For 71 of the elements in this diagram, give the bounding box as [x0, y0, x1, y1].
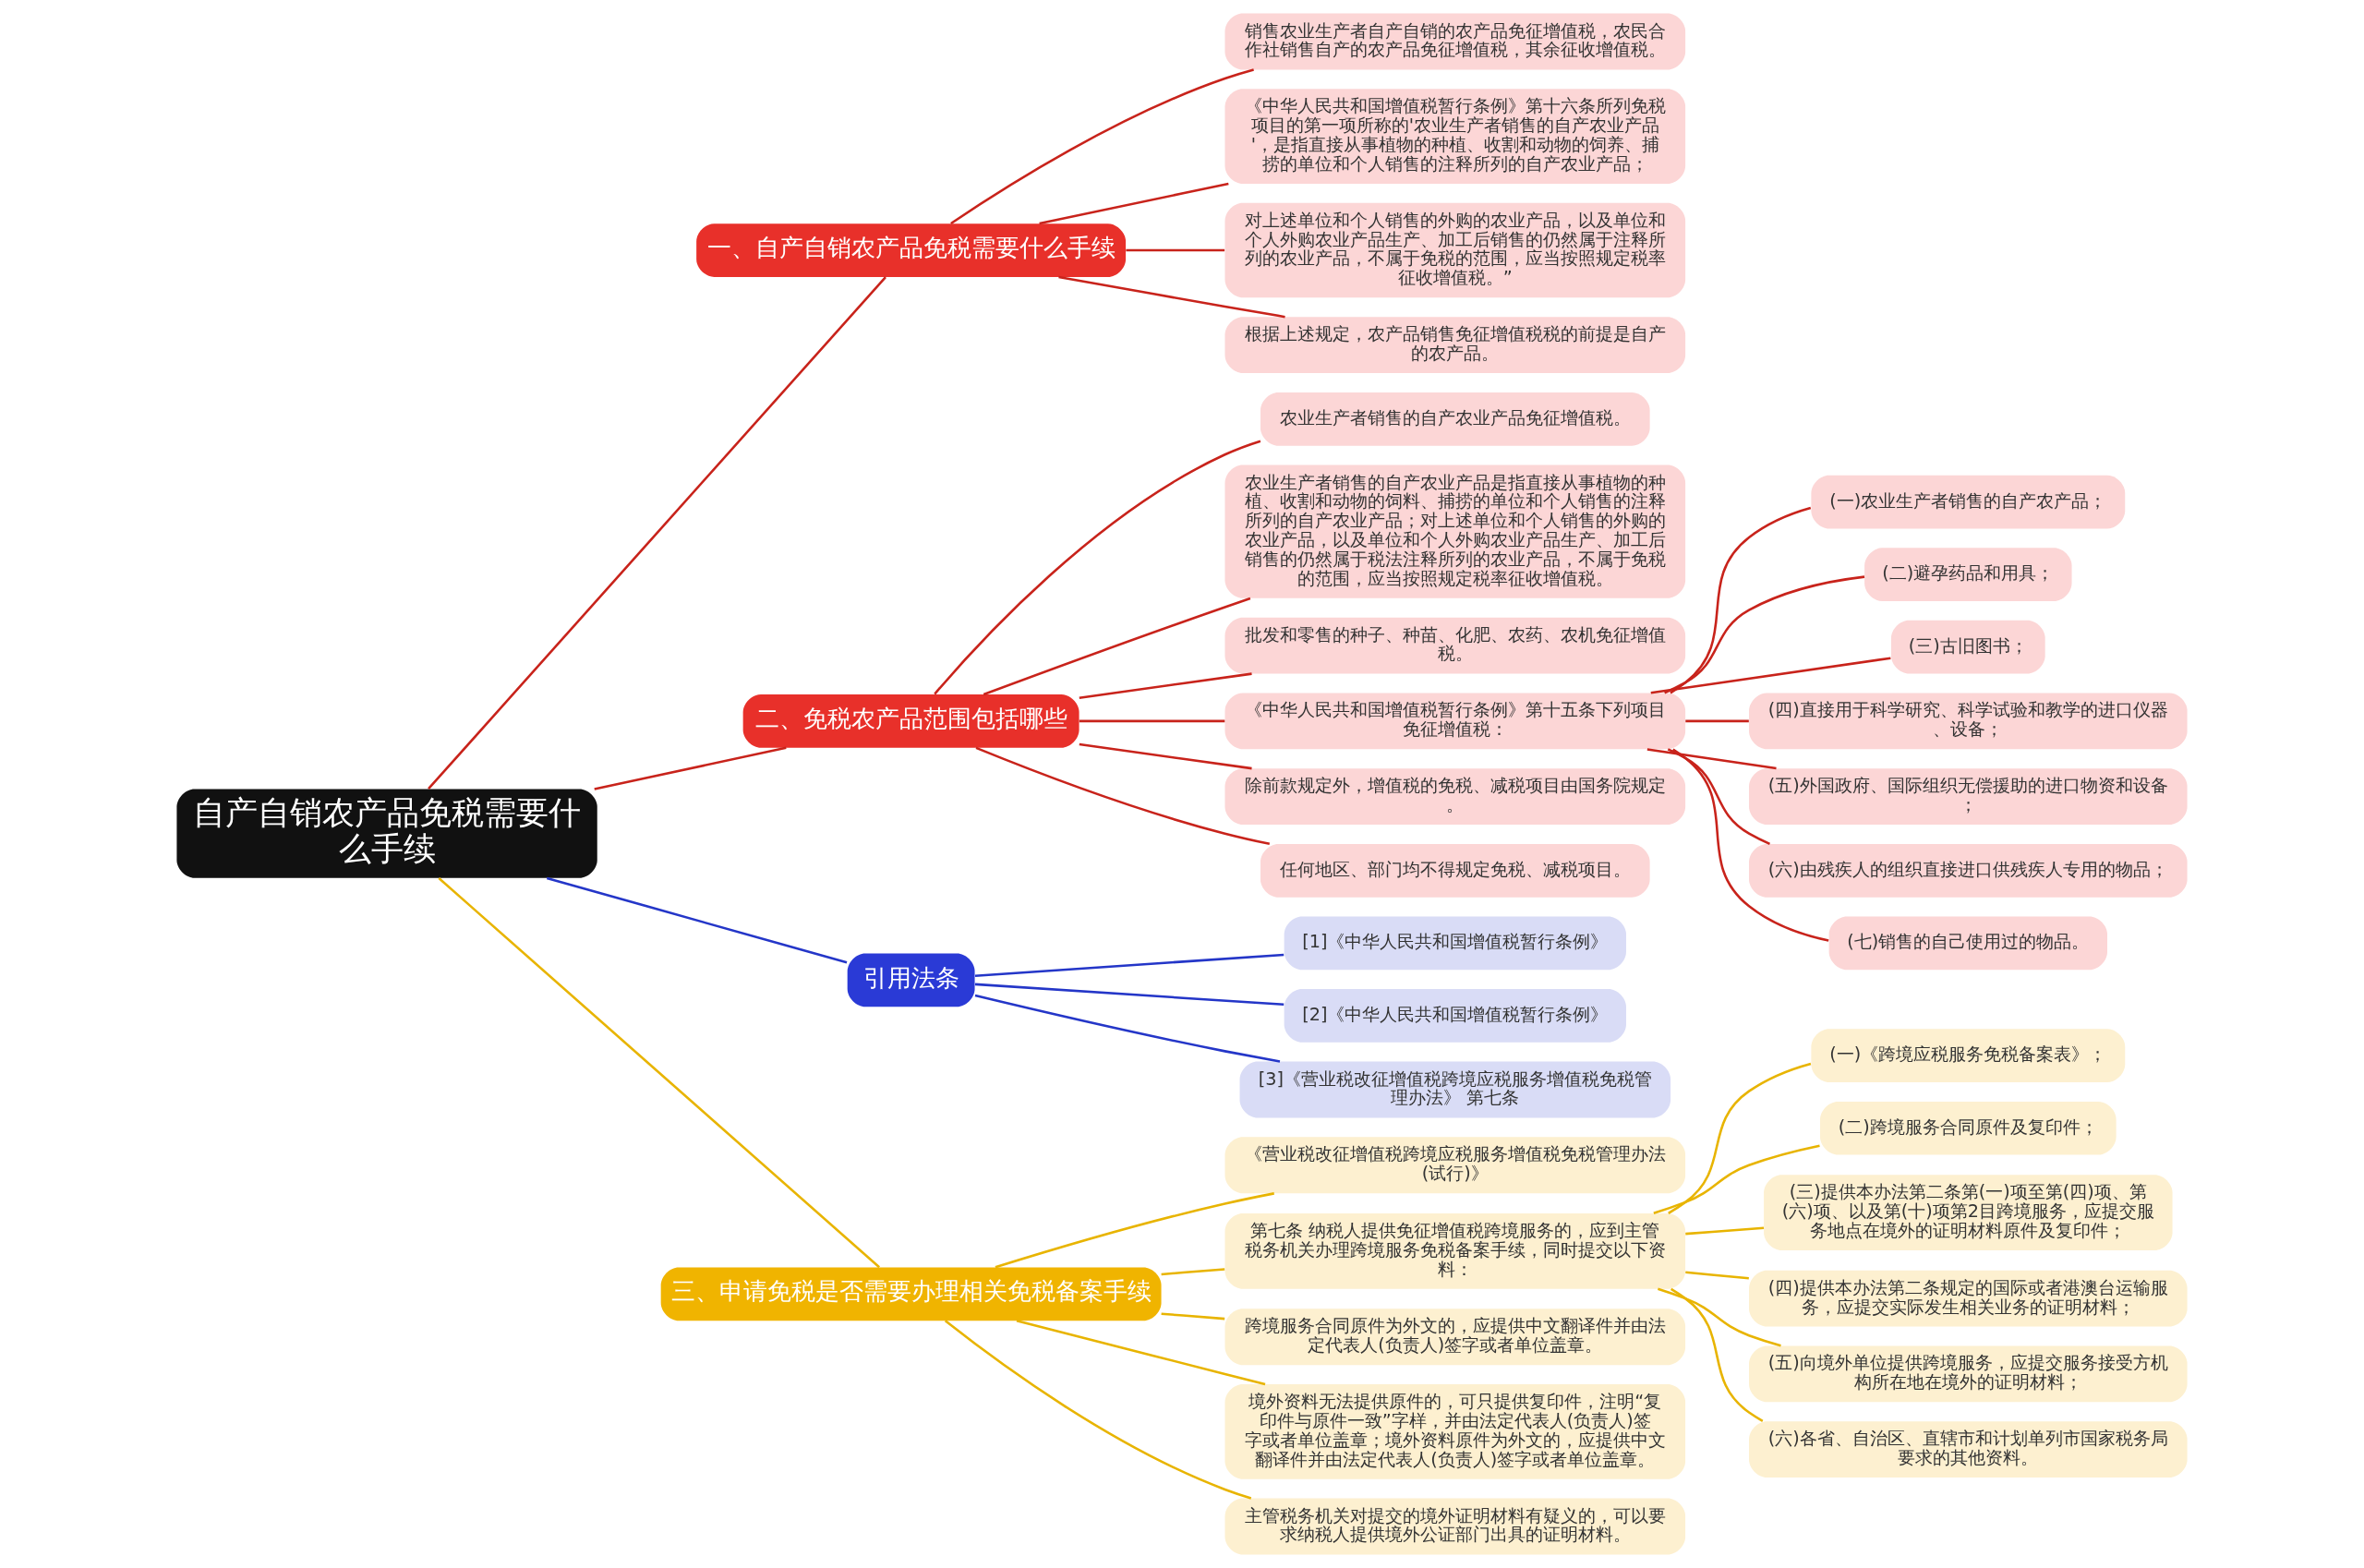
connector: [974, 953, 1285, 978]
node-box: (六)各省、自治区、直辖市和计划单列市国家税务局要求的其他资料。: [1749, 1421, 2188, 1478]
connector: [594, 746, 787, 790]
node-box: 第七条 纳税人提供免征增值税跨境服务的，应到主管税务机关办理跨境服务免税备案手续，同时提交以下资料：: [1224, 1212, 1686, 1289]
connector: [1685, 1226, 1765, 1236]
node-box: [2]《中华人民共和国增值税暂行条例》: [1284, 989, 1626, 1043]
connector: [546, 876, 848, 964]
connector: [428, 276, 886, 790]
node-box: 任何地区、部门均不得规定免税、减税项目。: [1260, 843, 1650, 898]
node-box: 《中华人民共和国增值税暂行条例》第十六条所列免税项目的第一项所称的'农业生产者销售的自产农业产品'，是指直接从事植物的种植、收割和动物的饲养、捕捞的单位和个人销售的注释所列的自产农业产品；: [1224, 89, 1686, 184]
node-box: 除前款规定外，增值税的免税、减税项目由国务院规定。: [1224, 768, 1686, 826]
node-box: (一)《跨境应税服务免税备案表》；: [1811, 1029, 2126, 1083]
connector: [983, 597, 1251, 696]
connector: [1058, 275, 1285, 319]
connector: [1672, 748, 1829, 942]
node-box: (五)向境外单位提供跨境服务，应提交服务接受方机构所在地在境外的证明材料；: [1749, 1345, 2188, 1403]
connector: [1079, 742, 1252, 770]
connector: [950, 68, 1254, 225]
node-box: (四)提供本办法第二条规定的国际或者港澳台运输服务，应提交实际发生相关业务的证明材料；: [1749, 1270, 2188, 1327]
connector: [1161, 1312, 1225, 1321]
node-box: 主管税务机关对提交的境外证明材料有疑义的，可以要求纳税人提供境外公证部门出具的证明材料。: [1224, 1498, 1686, 1555]
connector: [1670, 1287, 1764, 1422]
connector: [1079, 672, 1252, 699]
connector: [944, 1320, 1252, 1500]
node-box: (三)古旧图书；: [1890, 620, 2045, 674]
node-box: 对上述单位和个人销售的外购的农业产品，以及单位和个人外购农业产品生产、加工后销售的仍然属于注释所列的农业产品，不属于免税的范围，应当按照规定税率征收增值税。”: [1224, 202, 1686, 298]
connector: [975, 746, 1271, 846]
node-box: 销售农业生产者自产自销的农产品免征增值税，农民合作社销售自产的农产品免征增值税，其余征收增值税。: [1224, 13, 1686, 70]
connector: [1667, 748, 1770, 846]
node-box: 批发和零售的种子、种苗、化肥、农药、农机免征增值税。: [1224, 617, 1686, 674]
node-box: 自产自销农产品免税需要什么手续: [176, 789, 597, 878]
node-box: (六)由残疾人的组织直接进口供残疾人专用的物品；: [1749, 843, 2188, 898]
node-box: (七)销售的自己使用过的物品。: [1828, 916, 2107, 971]
connector: [1657, 1287, 1781, 1347]
node-box: 境外资料无法提供原件的，可只提供复印件，注明“复印件与原件一致”字样，并由法定代表人(负责人)签字或者单位盖章；境外资料原件为外文的，应提供中文翻译件并由法定代表人(负责人)签字或者单位盖章。: [1224, 1384, 1686, 1479]
connector: [1161, 1268, 1225, 1276]
connector: [1079, 719, 1225, 723]
node-box: 农业生产者销售的自产农业产品免征增值税。: [1260, 392, 1650, 446]
connector: [1039, 182, 1229, 225]
connector: [974, 983, 1285, 1007]
connector: [1664, 575, 1865, 694]
node-box: (三)提供本办法第二条第(一)项至第(四)项、第(六)项、以及第(十)项第2目跨境服务，应提交服务地点在境外的证明材料原件及复印件；: [1764, 1175, 2173, 1250]
connector: [1685, 1271, 1749, 1280]
connector: [1016, 1320, 1266, 1386]
connector: [1126, 248, 1225, 252]
connector: [974, 994, 1281, 1063]
connector: [1668, 1062, 1812, 1214]
connector: [1653, 1144, 1820, 1215]
node-box: (五)外国政府、国际组织无偿援助的进口物资和设备；: [1749, 768, 2188, 826]
node-box: (四)直接用于科学研究、科学试验和教学的进口仪器、设备；: [1749, 693, 2188, 750]
node-box: [3]《营业税改征增值税跨境应税服务增值税免税管理办法》 第七条: [1239, 1061, 1671, 1118]
connector: [1685, 719, 1749, 723]
connector: [1646, 748, 1777, 770]
connector: [1670, 506, 1812, 694]
connector: [995, 1192, 1274, 1269]
connector: [934, 440, 1261, 695]
node-box: 《中华人民共和国增值税暂行条例》第十五条下列项目免征增值税：: [1224, 693, 1686, 750]
node-box: 一、自产自销农产品免税需要什么手续: [696, 223, 1127, 277]
node-box: 引用法条: [847, 953, 975, 1007]
connector: [438, 877, 880, 1269]
node-box: 二、免税农产品范围包括哪些: [742, 694, 1079, 748]
node-box: 三、申请免税是否需要办理相关免税备案手续: [660, 1267, 1162, 1321]
node-box: (二)避孕药品和用具；: [1864, 548, 2072, 601]
connector: [1650, 657, 1891, 694]
node-box: (一)农业生产者销售的自产农产品；: [1811, 475, 2126, 529]
node-box: 根据上述规定，农产品销售免征增值税税的前提是自产的农产品。: [1224, 317, 1686, 374]
node-box: 跨境服务合同原件为外文的，应提供中文翻译件并由法定代表人(负责人)签字或者单位盖章。: [1224, 1309, 1686, 1366]
node-box: [1]《中华人民共和国增值税暂行条例》: [1284, 916, 1626, 971]
node-box: 《营业税改征增值税跨境应税服务增值税免税管理办法(试行)》: [1224, 1137, 1686, 1194]
node-box: (二)跨境服务合同原件及复印件；: [1820, 1101, 2117, 1155]
node-box: 农业生产者销售的自产农业产品是指直接从事植物的种植、收割和动物的饲料、捕捞的单位和个人销售的注释所列的自产农业产品；对上述单位和个人销售的外购的农业产品，以及单位和个人外购农业产品生产、加工后销售的仍然属于税法注释所列的农业产品，不属于免税的范围，应当按照规定税率征收增值税。: [1224, 464, 1686, 598]
